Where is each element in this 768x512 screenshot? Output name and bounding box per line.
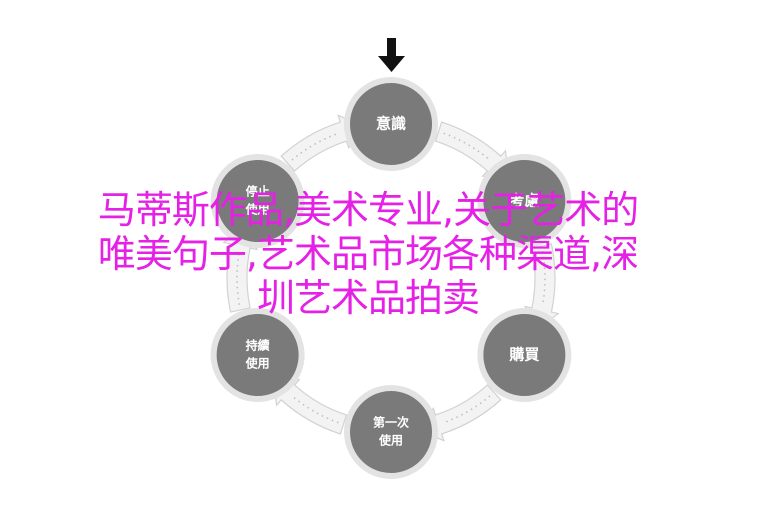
stage-node-circle	[477, 154, 572, 248]
stage-node-circle	[344, 77, 438, 171]
overlay-line: 圳艺术品拍卖	[256, 276, 480, 320]
stage-node-label: 購買	[508, 346, 539, 364]
stage-node-purchase: 購買	[477, 308, 572, 402]
cycle-arrow-dots	[291, 395, 339, 424]
down-arrow-icon	[378, 38, 405, 72]
stage-node-circle	[210, 154, 305, 248]
stage-node-consideration: 考慮	[477, 154, 572, 248]
cycle-arrow-dots	[236, 251, 241, 305]
stage-node-label: 使用	[245, 202, 270, 217]
overlay-caption: 马蒂斯作品,美术专业,关于艺术的 唯美句子,艺术品市场各种渠道,深 圳艺术品拍卖	[18, 188, 718, 320]
stage-node-label: 使用	[378, 433, 403, 448]
cycle-arrow-dots	[443, 395, 491, 424]
stage-node-label: 考慮	[509, 192, 539, 210]
cycle-arrow-dots	[541, 251, 546, 305]
cycle-arrow-dots	[291, 132, 339, 161]
stage-node-label: 停止	[246, 184, 270, 199]
stage-node-label: 意識	[376, 115, 406, 133]
cycle-arrow-dots	[443, 132, 491, 161]
stage-node-awareness: 意識	[344, 77, 438, 171]
overlay-line: 马蒂斯作品,美术专业,关于艺术的	[97, 188, 639, 232]
stage-node-label: 使用	[245, 356, 270, 371]
stage-node-circle	[210, 308, 305, 402]
stage-node-circle	[344, 385, 438, 479]
stage-node-circle	[477, 308, 572, 402]
stage-node-label: 第一次	[373, 415, 409, 430]
stage-node-label: 持續	[246, 338, 270, 353]
overlay-line: 唯美句子,艺术品市场各种渠道,深	[97, 232, 639, 276]
